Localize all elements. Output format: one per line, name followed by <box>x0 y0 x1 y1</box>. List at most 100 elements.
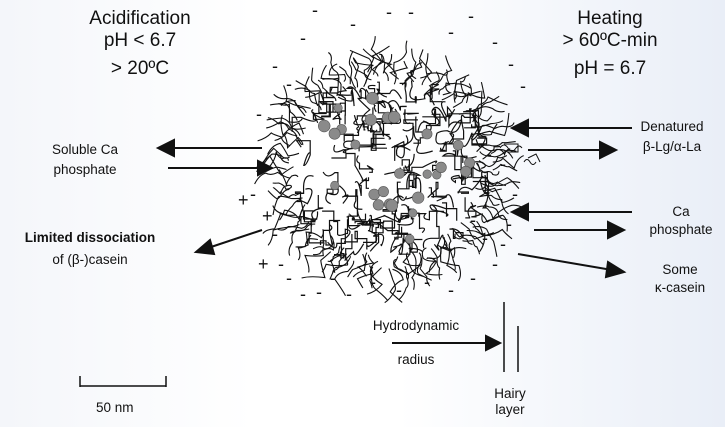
minus-charge: - <box>448 280 454 300</box>
heating-ph: pH = 6.7 <box>535 58 685 80</box>
nanocluster-dot <box>461 166 471 176</box>
minus-charge: - <box>512 184 518 204</box>
casein-chain <box>404 109 419 123</box>
acidification-temp: > 20ºC <box>70 58 210 80</box>
minus-charge: - <box>286 268 292 288</box>
minus-charge: - <box>408 2 414 22</box>
hair-strand <box>268 152 288 169</box>
minus-charge: - <box>386 2 392 22</box>
denatured-line2: β-Lg/α-La <box>622 139 722 155</box>
casein-chain <box>333 113 342 125</box>
acidification-block: Acidification pH < 6.7 > 20ºC <box>70 8 210 80</box>
casein-chain <box>400 83 417 103</box>
hydrodynamic-radius-label: Hydrodynamic radius <box>356 318 476 367</box>
limited-dissociation-arrow-head <box>196 240 214 254</box>
ca-phosphate-arrow-out-head <box>608 222 624 238</box>
scale-bar <box>80 376 166 387</box>
nanocluster-dot <box>409 209 417 217</box>
minus-charge: - <box>470 268 476 288</box>
heating-block: Heating > 60ºC-min pH = 6.7 <box>535 8 685 80</box>
minus-charge: - <box>396 280 402 300</box>
minus-charge: - <box>424 272 430 292</box>
minus-charge: - <box>300 28 306 48</box>
minus-charge: - <box>492 254 498 274</box>
nanocluster-dot <box>331 181 340 190</box>
minus-charge: - <box>468 6 474 26</box>
hair-strand <box>321 65 338 88</box>
hair-strand <box>296 81 318 106</box>
casein-chain <box>377 82 391 113</box>
casein-chain <box>429 188 447 201</box>
plus-charge: + <box>262 206 273 226</box>
soluble-ca-line1: Soluble Ca <box>30 142 140 158</box>
kappa-line2: κ-casein <box>640 280 720 296</box>
limited-dissociation-label: Limited dissociation of (β-)casein <box>10 230 170 267</box>
ca-phosphate-line1: Ca <box>636 204 725 220</box>
denatured-arrow-out-head <box>600 142 616 158</box>
minus-charge: - <box>482 228 488 248</box>
hairy-layer-label: Hairy layer <box>460 386 560 417</box>
casein-chain <box>389 101 407 111</box>
hydrodynamic-radius-arrow-head <box>486 336 500 350</box>
hair-strand <box>312 68 322 93</box>
minus-charge: - <box>508 54 514 74</box>
hair-strand <box>394 41 407 74</box>
hairy-line1: Hairy <box>460 386 560 402</box>
minus-charge: - <box>370 272 376 292</box>
nanocluster-dot <box>405 235 414 244</box>
soluble-ca-phosphate-label: Soluble Ca phosphate <box>30 142 140 177</box>
minus-charge: - <box>346 284 352 304</box>
hair-strand <box>402 49 416 85</box>
nanocluster-dot <box>453 140 463 150</box>
micelle-core-network <box>292 80 489 260</box>
minus-charge: - <box>250 184 256 204</box>
hair-strand <box>478 113 509 136</box>
nanocluster-dot <box>369 189 380 200</box>
minus-charge: - <box>470 210 476 230</box>
nanocluster-dot <box>351 140 360 149</box>
nanocluster-dot <box>388 111 400 123</box>
casein-chain <box>322 211 347 235</box>
nanocluster-dot <box>373 200 384 211</box>
minus-charge: - <box>330 268 336 288</box>
hair-strand <box>463 240 480 254</box>
casein-chain <box>420 211 445 232</box>
denatured-whey-label: Denatured β-Lg/α-La <box>622 119 722 154</box>
soluble-ca-arrow-out-head <box>158 140 174 156</box>
minus-charge: - <box>316 282 322 302</box>
nanocluster-dot <box>329 128 340 139</box>
casein-chain <box>428 182 454 207</box>
nanocluster-dot <box>386 200 398 212</box>
hairy-layer-strands <box>255 36 524 303</box>
limited-dissociation-arrow <box>208 230 262 248</box>
hair-strand <box>385 269 396 303</box>
minus-charge: - <box>256 104 262 124</box>
minus-charge: - <box>506 214 512 234</box>
nanocluster-dot <box>378 186 388 196</box>
hair-strand <box>273 200 300 215</box>
hair-strand <box>422 53 428 85</box>
nanocluster-dot <box>365 114 376 125</box>
limited-line2: of (β-)casein <box>10 252 170 268</box>
plus-charge: + <box>258 254 269 274</box>
minus-charge: - <box>272 224 278 244</box>
limited-line1: Limited dissociation <box>10 230 170 246</box>
nanocluster-dot <box>318 120 330 132</box>
soluble-ca-line2: phosphate <box>30 162 140 178</box>
heating-title: Heating <box>535 8 685 30</box>
nanocluster-dot <box>422 129 432 139</box>
minus-charge: - <box>350 14 356 34</box>
denatured-line1: Denatured <box>622 119 722 135</box>
hair-strand <box>427 70 447 83</box>
ca-phosphate-label: Ca phosphate <box>636 204 725 237</box>
nanocluster-dot <box>423 170 432 179</box>
kappa-line1: Some <box>640 262 720 278</box>
hair-strand <box>435 56 452 86</box>
minus-charge: - <box>300 284 306 304</box>
ca-phosphate-line2: phosphate <box>636 222 725 238</box>
minus-charge: - <box>312 0 318 20</box>
acidification-title: Acidification <box>70 8 210 30</box>
hair-strand <box>273 183 292 189</box>
hairy-line2: layer <box>460 402 560 418</box>
